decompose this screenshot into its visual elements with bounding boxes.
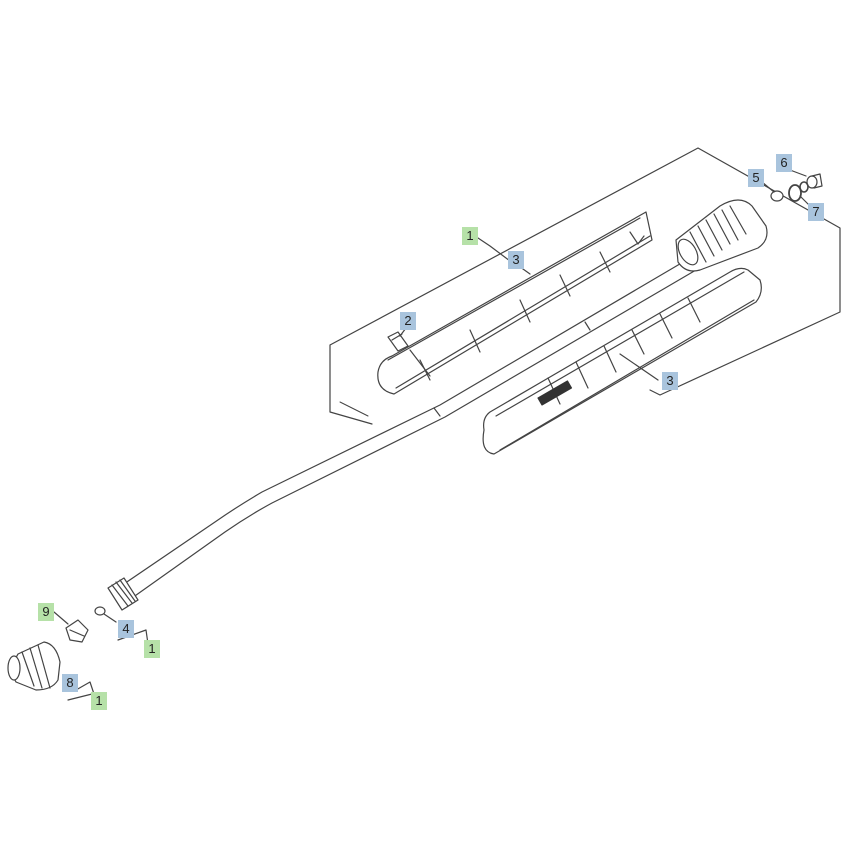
leader-8 bbox=[67, 681, 95, 701]
lance-tube bbox=[117, 257, 697, 599]
assembly-group-break bbox=[339, 401, 369, 417]
label-part5: 5 bbox=[748, 169, 764, 187]
leader-6 bbox=[789, 169, 807, 177]
label-part1-mid: 1 bbox=[144, 640, 160, 658]
adapter-part9 bbox=[65, 619, 89, 643]
nozzle-insert-part6 bbox=[806, 173, 823, 189]
tube-thread-fitting bbox=[107, 577, 139, 611]
screw-part2 bbox=[387, 331, 409, 352]
leader-3-lower bbox=[619, 353, 659, 381]
leader-5 bbox=[761, 181, 775, 193]
label-part8: 8 bbox=[62, 674, 78, 692]
label-part4: 4 bbox=[118, 620, 134, 638]
assembly-group-outline bbox=[329, 147, 841, 425]
leader-9 bbox=[53, 611, 69, 625]
seal-washer-part5 bbox=[770, 190, 784, 202]
label-part6: 6 bbox=[776, 154, 792, 172]
label-part3-lower: 3 bbox=[662, 372, 678, 390]
label-part2: 2 bbox=[400, 312, 416, 330]
label-part1-top: 1 bbox=[462, 227, 478, 245]
label-part7: 7 bbox=[808, 203, 824, 221]
handle-shell-lower bbox=[482, 267, 762, 455]
nozzle-end-fitting bbox=[675, 199, 768, 272]
label-part1-bottom: 1 bbox=[91, 692, 107, 710]
o-ring-part7 bbox=[788, 184, 802, 202]
label-part3-upper: 3 bbox=[508, 251, 524, 269]
label-part9: 9 bbox=[38, 603, 54, 621]
union-nut-part8 bbox=[7, 641, 61, 691]
leader-1-top bbox=[477, 237, 515, 265]
seal-part4 bbox=[94, 606, 106, 616]
